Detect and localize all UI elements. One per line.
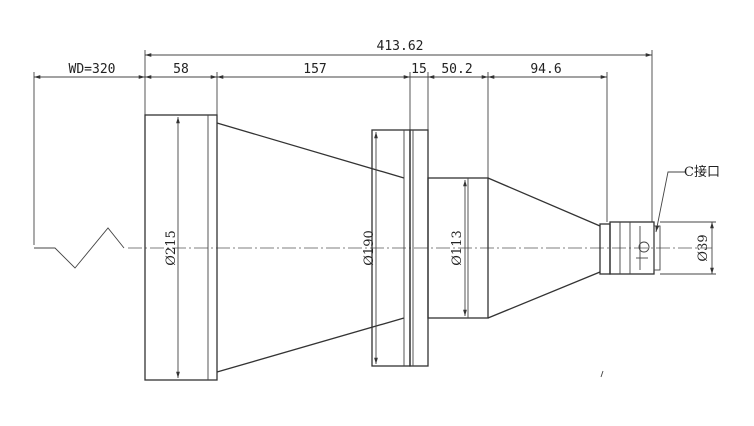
lens-body bbox=[144, 114, 661, 381]
d190-label: Ø190 bbox=[362, 230, 377, 265]
segment-157-label: 157 bbox=[303, 62, 326, 77]
mount-leader-line bbox=[655, 171, 686, 233]
segment-50-label: 50.2 bbox=[441, 62, 472, 77]
segment-15-label: 15 bbox=[411, 62, 427, 77]
segment-58-label: 58 bbox=[173, 62, 189, 77]
segment-94-label: 94.6 bbox=[530, 62, 561, 77]
extension-lines bbox=[33, 50, 653, 245]
total-length-label: 413.62 bbox=[377, 39, 424, 54]
stray-mark bbox=[600, 370, 604, 378]
d215-label: Ø215 bbox=[164, 230, 179, 265]
break-symbol bbox=[34, 227, 125, 269]
wd-label: WD=320 bbox=[69, 62, 116, 77]
mount-label: C接口 bbox=[684, 164, 720, 180]
d113-label: Ø113 bbox=[450, 230, 465, 265]
d39-label: Ø39 bbox=[696, 234, 711, 261]
